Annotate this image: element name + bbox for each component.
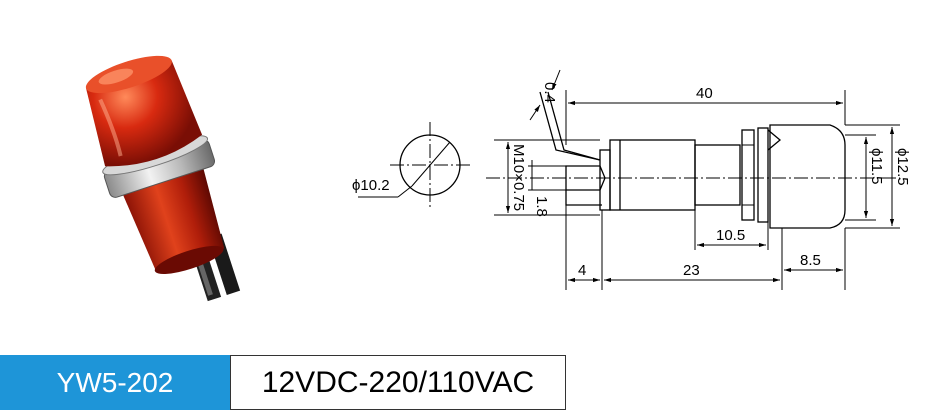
dim-lead-width: 1.8 <box>533 196 550 217</box>
model-number: YW5-202 <box>56 366 174 398</box>
dim-cap-inner: ϕ11.5 <box>868 148 885 184</box>
dim-cap-length: 8.5 <box>800 252 821 269</box>
dim-lead-thickness: 0.4 <box>541 82 558 103</box>
dim-cap-outer: ϕ12.5 <box>894 148 911 186</box>
dim-hole-label: ϕ10.2 <box>352 177 390 194</box>
model-badge: YW5-202 <box>0 355 230 410</box>
dim-overall-length: 40 <box>696 85 713 102</box>
dim-body-length: 23 <box>683 262 700 279</box>
side-view: 40 0.4 M10×0.75 1.8 ϕ11.5 ϕ12.5 10.5 <box>486 69 911 290</box>
dim-lead-length: 4 <box>578 262 586 279</box>
dim-thread-label: M10×0.75 <box>510 144 527 211</box>
voltage-rating: 12VDC-220/110VAC <box>261 365 535 399</box>
lamp-body <box>121 166 225 271</box>
indicator-lamp-photo <box>85 55 241 302</box>
front-view: ϕ10.2 <box>352 122 472 208</box>
dim-thread-length: 10.5 <box>716 227 745 244</box>
voltage-spec-box: 12VDC-220/110VAC <box>230 355 566 410</box>
